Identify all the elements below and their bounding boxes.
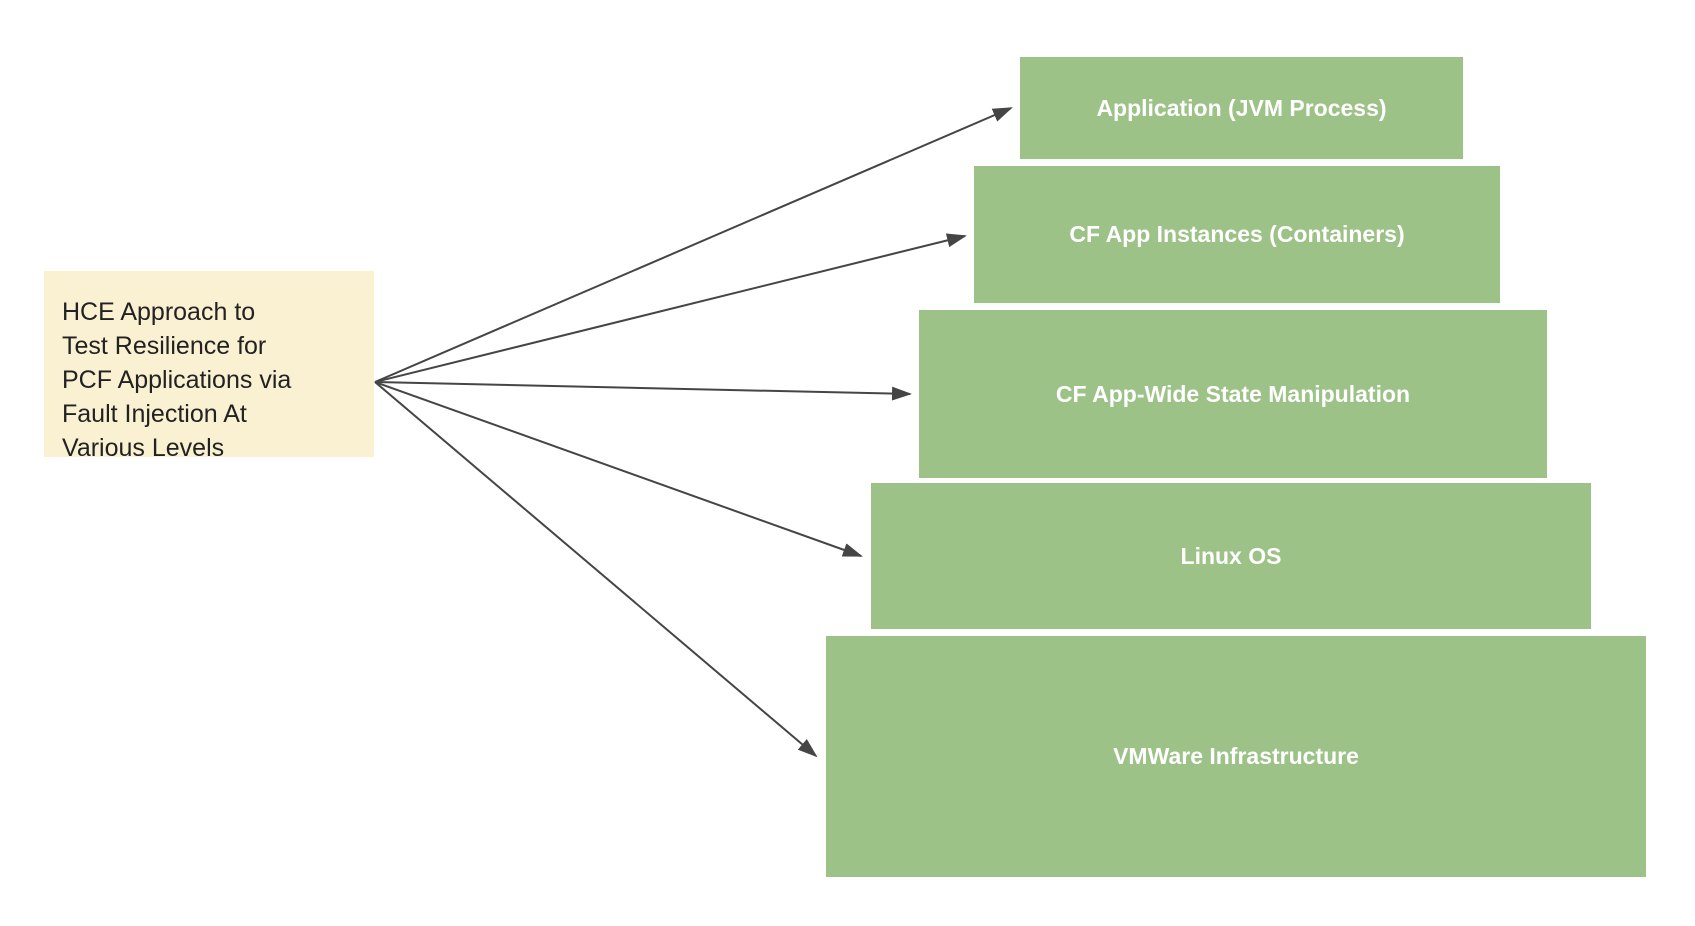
level-label: CF App-Wide State Manipulation (1055, 380, 1411, 407)
level-box-cf-app-instances: CF App Instances (Containers) (974, 166, 1500, 303)
note-text-line: Test Resilience for (62, 332, 267, 360)
level-label: Application (JVM Process) (1096, 94, 1387, 121)
approach-note: HCE Approach to Test Resilience for PCF … (44, 271, 374, 462)
note-text-line: PCF Applications via (62, 366, 292, 394)
level-box-vmware-infrastructure: VMWare Infrastructure (826, 636, 1646, 877)
arrow-to-cf-app-wide-state (374, 381, 912, 401)
level-label: CF App Instances (Containers) (1069, 221, 1405, 247)
level-label: VMWare Infrastructure (1113, 743, 1359, 769)
level-box-application: Application (JVM Process) (1020, 57, 1463, 159)
level-box-cf-app-wide-state: CF App-Wide State Manipulation (919, 310, 1547, 478)
note-text-line: HCE Approach to (62, 298, 256, 326)
note-text-line: Various Levels (62, 434, 225, 462)
arrow-to-cf-app-instances (374, 233, 967, 383)
level-label: Linux OS (1180, 542, 1282, 569)
arrow-to-linux-os (374, 381, 863, 557)
arrow-to-vmware-infrastructure (374, 381, 818, 758)
note-text-line: Fault Injection At (62, 400, 247, 428)
arrow-to-application (374, 107, 1013, 383)
level-box-linux-os: Linux OS (871, 483, 1591, 629)
